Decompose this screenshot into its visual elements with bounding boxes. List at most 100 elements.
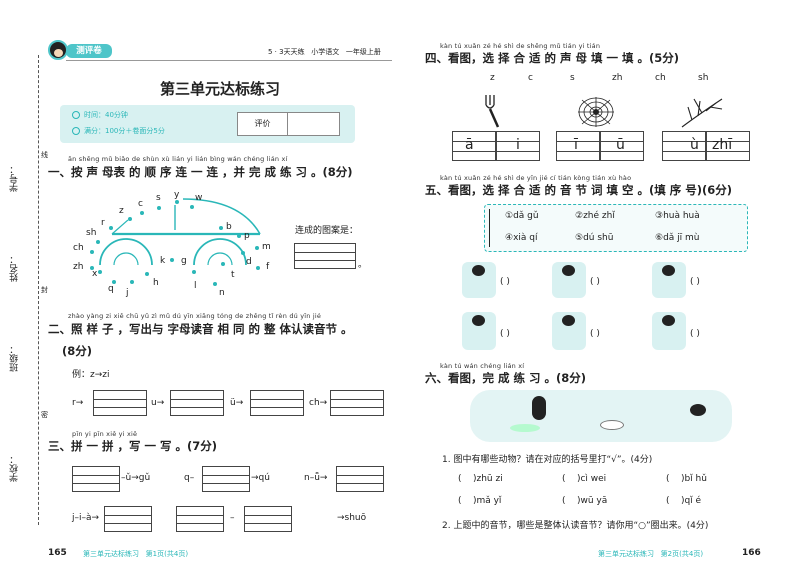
s2-pinyin: zhào yàng zi xiě chū yǔ zì mǔ dú yīn xiā…	[68, 312, 322, 320]
letter-n: n	[219, 288, 225, 298]
s1-answer-box[interactable]	[294, 243, 356, 269]
s3-item-q: q–	[184, 473, 195, 483]
s4-letter-s: s	[570, 73, 575, 83]
s4-text-u2: ù	[690, 137, 699, 153]
s5-blank-4[interactable]: ( )	[500, 329, 510, 339]
s3-item-qu: →qú	[251, 473, 270, 483]
s2-item-ch: ch→	[309, 398, 328, 408]
full-score: 满分：100分＋卷面分5分	[84, 127, 165, 135]
s4-title: 四、看图，选 择 合 适 的 声 母 填 一 填 。(5分)	[425, 51, 680, 65]
s4-letter-ch: ch	[655, 73, 666, 83]
s4-cell[interactable]	[662, 131, 706, 161]
animal-qie[interactable]: ( )qǐ é	[666, 496, 702, 506]
s2-answer-r[interactable]	[93, 390, 147, 416]
s5-blank-3[interactable]: ( )	[690, 277, 700, 287]
s3-box-2[interactable]	[202, 466, 250, 492]
dot	[192, 270, 196, 274]
s5-options-box: ①dǎ gǔ ②zhé zhǐ ③huà huà ④xià qí ⑤dú shū…	[484, 204, 748, 252]
s4-text-i: i	[516, 137, 520, 153]
s5-opt-2: ②zhé zhǐ	[575, 211, 615, 221]
s3-box-5[interactable]	[176, 506, 224, 532]
s5-title: 五、看图，选 择 合 适 的 音 节 词 填 空 。(填 序 号)(6分)	[425, 183, 733, 197]
letter-z: z	[119, 206, 124, 216]
origami-kid-picture	[462, 312, 496, 350]
stones-icon	[510, 424, 540, 432]
dot	[140, 211, 144, 215]
s3-item-shuo: →shuō	[337, 513, 367, 523]
s4-cell[interactable]	[706, 131, 750, 161]
s3-box-4[interactable]	[104, 506, 152, 532]
q2-text: 2. 上题中的音节，哪些是整体认读音节？请你用“○”圈出来。(4分)	[442, 521, 709, 531]
left-footer: 第三单元达标练习 第1页(共4页)	[83, 550, 189, 558]
s1-pinyin: ān shēng mǔ biǎo de shùn xù lián yi lián…	[68, 155, 288, 163]
s2-answer-ch[interactable]	[330, 390, 384, 416]
animal-mayi[interactable]: ( )mǎ yǐ	[458, 496, 502, 506]
rating-label: 评价	[238, 113, 288, 135]
s4-cell[interactable]	[600, 131, 644, 161]
page-title: 第三单元达标练习	[160, 80, 281, 98]
letter-m: m	[262, 242, 271, 252]
s5-blank-1[interactable]: ( )	[500, 277, 510, 287]
painting-kid-picture	[552, 262, 586, 298]
letter-t: t	[231, 270, 235, 280]
letter-sh: sh	[86, 228, 97, 238]
letter-h: h	[153, 278, 159, 288]
letter-ch: ch	[73, 243, 84, 253]
s4-cell[interactable]	[452, 131, 496, 161]
s2-title: 二、照 样 子 ，写出与 字母读音 相 同 的 整 体认读音节 。	[48, 322, 353, 336]
margin-mark-secret: 密	[41, 411, 48, 419]
animal-ciwei[interactable]: ( )cì wei	[562, 474, 607, 484]
animal-zhuzi[interactable]: ( )zhū zi	[458, 474, 503, 484]
rating-box: 评价	[237, 112, 340, 136]
s2-answer-u[interactable]	[170, 390, 224, 416]
dot	[170, 258, 174, 262]
margin-mark-seal: 封	[41, 286, 48, 294]
dot	[90, 266, 94, 270]
tree-branch-icon	[681, 98, 723, 128]
car-outline	[99, 198, 261, 266]
spider-web-icon	[578, 97, 614, 127]
animal-wuya[interactable]: ( )wū yā	[562, 496, 608, 506]
margin-name: 姓名：	[10, 255, 20, 282]
s3-dash: –	[230, 513, 235, 523]
dot	[128, 217, 132, 221]
dot	[219, 226, 223, 230]
s6-pinyin: kàn tú wán chéng lián xí	[440, 362, 525, 370]
s3-box-1[interactable]	[72, 466, 120, 492]
s3-box-3[interactable]	[336, 466, 384, 492]
s2-answer-v[interactable]	[250, 390, 304, 416]
dot	[112, 280, 116, 284]
time-limit: 时间：40分钟	[84, 111, 128, 119]
s3-box-6[interactable]	[244, 506, 292, 532]
letter-c: c	[138, 199, 143, 209]
dot	[175, 200, 179, 204]
s5-blank-5[interactable]: ( )	[590, 329, 600, 339]
reading-kid-picture	[652, 262, 686, 298]
s4-pinyin: kàn tú xuǎn zé hé shì de shēng mǔ tián y…	[440, 42, 601, 50]
s5-blank-2[interactable]: ( )	[590, 277, 600, 287]
s4-cell[interactable]	[556, 131, 600, 161]
s4-cell[interactable]	[496, 131, 540, 161]
header-rule	[66, 60, 392, 61]
book-header: 5 · 3天天练 小学语文 一年级上册	[268, 48, 381, 56]
margin-student-number: 学号：	[10, 165, 20, 192]
s3-pinyin: pīn yi pīn xiě yi xiě	[72, 430, 138, 438]
dot	[98, 270, 102, 274]
s4-text-i2: ī	[574, 137, 578, 153]
s4-text-u: ū	[616, 137, 625, 153]
letter-l: l	[194, 281, 197, 291]
animal-bihu[interactable]: ( )bǐ hǔ	[666, 474, 707, 484]
s1-pattern-label: 连成的图案是：	[295, 226, 359, 236]
letter-w: w	[195, 193, 203, 203]
s4-letter-zh: zh	[612, 73, 623, 83]
s5-opt-3: ③huà huà	[655, 211, 700, 221]
letter-k: k	[160, 256, 166, 266]
star-icon	[72, 127, 80, 135]
s5-blank-6[interactable]: ( )	[690, 329, 700, 339]
letter-r: r	[101, 218, 105, 228]
fork-icon	[485, 95, 500, 128]
dot	[190, 205, 194, 209]
s3-item-nv: n–ǖ→	[304, 473, 328, 483]
dot	[237, 234, 241, 238]
left-page-number: 165	[48, 548, 67, 558]
